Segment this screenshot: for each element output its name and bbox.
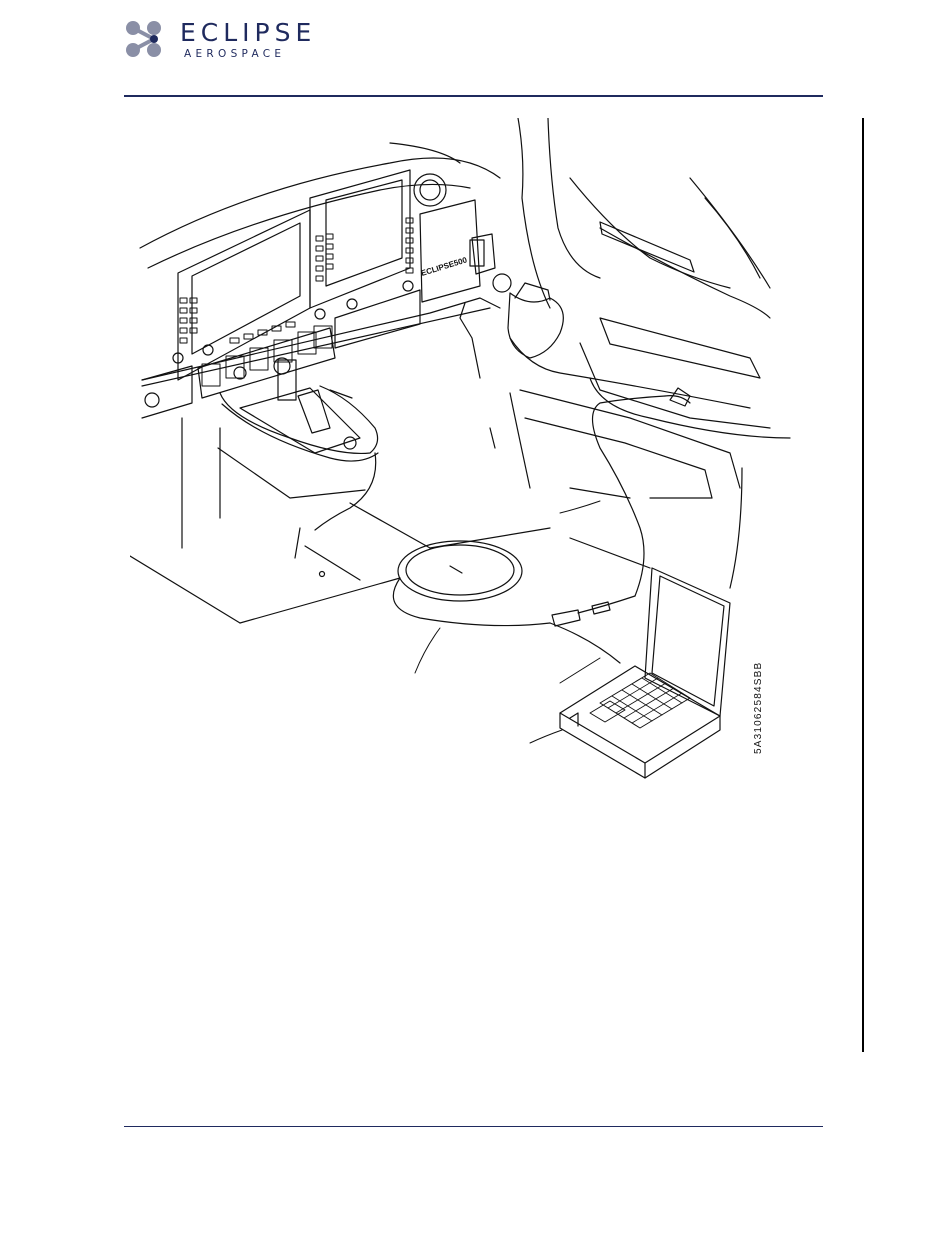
change-bar [862,118,864,1052]
footer-rule [124,1126,823,1127]
cockpit-laptop-illustration: ECLIPSE500 [130,118,810,818]
drawing-id-label: 5A31062584SBB [753,662,764,754]
header-rule [124,95,823,97]
logo-mark-icon [124,18,164,60]
eclipse-aerospace-logo: ECLIPSE AEROSPACE [124,16,324,64]
panel-badge-text: ECLIPSE500 [420,255,469,278]
brand-subtitle: AEROSPACE [184,47,285,61]
brand-wordmark: ECLIPSE [180,18,316,48]
